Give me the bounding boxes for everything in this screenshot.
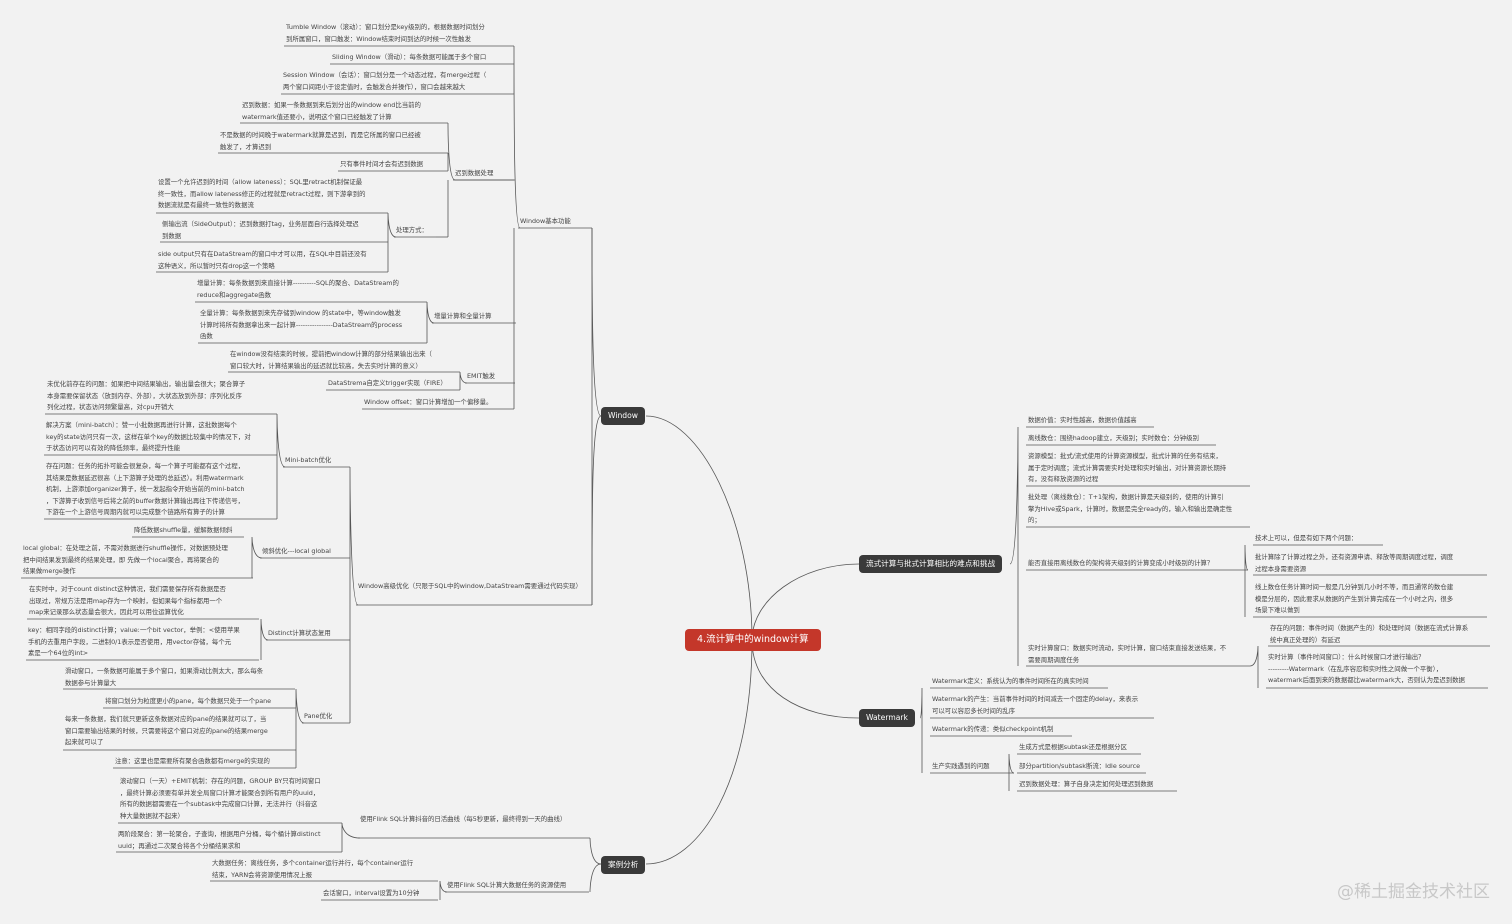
edge-window-adv bbox=[591, 415, 602, 606]
edge-center-watermark bbox=[751, 639, 860, 719]
edge-center-cases bbox=[645, 639, 753, 865]
leaves-wm-late-text: 迟到数据处理：算子自身决定如何处理迟到数据 bbox=[1019, 780, 1154, 788]
sub-minibatch-text: Mini-batch优化 bbox=[285, 456, 332, 464]
leaves-ch-realtime-text: 实时计算窗口：数据实时流动，实时计算，窗口结束直接发送结果，不 需要周期调度任务 bbox=[1028, 644, 1227, 664]
leaves-ch-trigger-text: 实时计算（事件时间窗口）：什么时候窗口才进行输出？ ---------Water… bbox=[1268, 653, 1465, 684]
sub-process-mode-text: 处理方式： bbox=[396, 226, 428, 234]
leaves-case2-session-text: 会话窗口，interval设置为10分钟 bbox=[323, 889, 420, 897]
leaves-ch-p1-text: 批计算除了计算过程之外，还有资源申请、释放等周期调度过程，调度 过程本身需要资源 bbox=[1255, 553, 1454, 573]
edge-challenges-children bbox=[1009, 426, 1019, 666]
sub-case2-text: 使用Flink SQL计算大数据任务的资源使用 bbox=[447, 881, 567, 889]
sub-window-adv-text: Window高级优化（只限于SQL中的window,DataStream需要通过… bbox=[358, 582, 582, 590]
sub-window-basic-text: Window基本功能 bbox=[520, 217, 571, 225]
edge-center-window bbox=[645, 415, 753, 641]
edge-cases-case2 bbox=[589, 863, 602, 893]
edge-minibatch-children bbox=[276, 413, 286, 519]
leaves-side-sql-text: side output只有在DataStream的窗口中才可以用，在SQL中目前… bbox=[158, 250, 367, 270]
edge-case1-children bbox=[341, 822, 361, 852]
leaves-late-not-text: 不是数据的时间晚于watermark就算是迟到，而是它所属的窗口已经被 触发了，… bbox=[220, 131, 421, 151]
central-topic-node[interactable]: 4.流计算中的window计算 bbox=[685, 629, 821, 651]
sub-prod-issue-text: 生产实践遇到的问题 bbox=[932, 762, 990, 770]
leaves-pane-split-text: 将窗口划分为粒度更小的pane，每个数据只处于一个pane bbox=[105, 697, 272, 705]
leaves-tumble-text: Tumble Window（滚动）：窗口划分是key级别的，根据数据时间划分 到… bbox=[286, 23, 485, 43]
edge-incr-children bbox=[426, 301, 435, 343]
watermark-branch-node[interactable]: Watermark bbox=[859, 709, 915, 727]
leaves-emit-desc-text: 在window没有结束的时候，提前把window计算的部分结果输出出来（ 窗口较… bbox=[230, 350, 432, 370]
window-branch-node[interactable]: Window bbox=[601, 407, 645, 425]
sub-late-data-text: 迟到数据处理 bbox=[455, 169, 494, 177]
sub-pane-text: Pane优化 bbox=[304, 712, 333, 720]
sub-distinct-text: Distinct计算状态复用 bbox=[268, 629, 331, 637]
edge-process-children bbox=[387, 212, 397, 272]
leaves-session-text: Session Window（会话）：窗口划分是一个动态过程，有merge过程（… bbox=[283, 71, 487, 91]
leaves-case2-big-text: 大数据任务：离线任务，多个container运行并行，每个container运行… bbox=[212, 859, 414, 879]
leaves-distinct-state-text: 在实时中，对于count distinct这种情况，我们需要保存所有数据是否 出… bbox=[29, 585, 226, 616]
leaves-emit-trigger-text: DataStrema自定义trigger实现（FIRE） bbox=[328, 379, 447, 387]
leaves-pane-note-text: 注意：这里也是需要所有聚合函数都有merge的实现的 bbox=[115, 757, 270, 765]
edge-realtime-children bbox=[1249, 645, 1259, 688]
leaves-wm-gen-mode-text: 生成方式是根据subtask还是根据分区 bbox=[1019, 743, 1127, 751]
leaves-mb-problem-text: 未优化前存在的问题：如果把中间结果输出，输出量会很大；聚合算子 本身需要保留状态… bbox=[47, 380, 246, 411]
sub-emit-text: EMIT触发 bbox=[467, 372, 496, 380]
leaves-mb-issue-text: 存在问题：任务的拓扑可能会很复杂，每一个算子可能都有这个过程， 其结果是数据延迟… bbox=[46, 462, 245, 516]
leaves-distinct-key-text: key：相同字段的distinct计算；value:一个bit vector，举… bbox=[28, 626, 240, 657]
edge-adv-children bbox=[349, 466, 359, 723]
leaves-shuffle-text: 降低数据shuffle量，缓解数据倾斜 bbox=[134, 526, 233, 534]
leaves-allow-lateness-text: 设置一个允许迟到的时间（allow lateness）：SQL里retract机… bbox=[158, 178, 366, 209]
leaves-incr-text: 增量计算：每条数据到来直接计算----------SQL的聚合、DataStre… bbox=[197, 279, 399, 299]
sub-case1-text: 使用Flink SQL计算抖音的日活曲线（每5秒更新，最终得到一天的曲线） bbox=[360, 815, 567, 823]
leaves-ch-question-text: 能否直接用离线数仓的架构将天级别的计算变成小时级别的计算？ bbox=[1028, 559, 1214, 567]
edge-center-challenges bbox=[751, 563, 860, 641]
leaves-ch-tech-text: 技术上可以，但是有如下两个问题： bbox=[1255, 534, 1358, 542]
leaves-mb-solution-text: 解决方案（mini-batch）：赞一小批数据再进行计算，这批数据每个 key的… bbox=[46, 421, 251, 452]
edge-case2-children bbox=[439, 880, 448, 900]
watermark-text: @稀土掘金技术社区 bbox=[1337, 882, 1490, 902]
leaves-side-output-text: 侧输出流（SideOutput）：迟到数据打tag，业务层面自行选择处理迟 到数… bbox=[162, 220, 359, 240]
leaves-full-text: 全量计算：每条数据到来先存储到window 的state中，等window触发 … bbox=[200, 309, 403, 340]
leaves-sliding-text: Sliding Window（滑动）：每条数据可能属于多个窗口 bbox=[332, 53, 487, 61]
edge-emit-children bbox=[459, 371, 468, 390]
leaves-ch-p2-text: 线上数仓任务计算时间一般是几分钟到几小时不等，而且通常的数仓建 模是分层的，因此… bbox=[1255, 583, 1454, 614]
leaves-ch-offline-text: 离线数仓：围绕hadoop建立，天级别；实时数仓：分钟级别 bbox=[1028, 434, 1199, 442]
edge-question-children bbox=[1244, 544, 1249, 617]
challenges-branch-node[interactable]: 流式计算与批式计算相比的难点和挑战 bbox=[859, 555, 1003, 573]
leaves-local-global-text: local global：在处理之前，不需对数据进行shuffle操作，对数据预… bbox=[23, 544, 228, 575]
leaves-pane-slide-text: 滑动窗口，一条数据可能属于多个窗口，如果滑动比例太大，那么每条 数据参与计算量大 bbox=[65, 667, 264, 687]
edge-watermark-children bbox=[919, 687, 923, 773]
edge-window-basic bbox=[591, 227, 602, 417]
edge-basic-children bbox=[513, 45, 521, 409]
edge-prodissue-children bbox=[1008, 753, 1015, 791]
leaves-ch-batch-text: 批处理（离线数仓）：T+1架构，数据计算是天级别的，使用的计算引 擎为Hive或… bbox=[1028, 493, 1233, 524]
leaves-case1-two-text: 两阶段聚合：第一轮聚合，子查询，根据用户分桶，每个桶计算distinct uui… bbox=[118, 830, 321, 850]
edge-cases-case1 bbox=[589, 837, 602, 865]
cases-branch-node[interactable]: 案例分析 bbox=[601, 856, 646, 874]
leaves-ch-value-text: 数据价值：实时性越高，数据价值越高 bbox=[1028, 416, 1137, 424]
leaves-late-only-text: 只有事件时间才会有迟到数据 bbox=[340, 160, 424, 168]
leaves-wm-gen-text: Watermark的产生：当前事件时间的时间减去一个固定的delay，来表示 可… bbox=[932, 695, 1139, 715]
leaves-ch-time-issue-text: 存在的问题：事件时间（数据产生的）和处理时间（数据在流式计算系 统中真正处理的）… bbox=[1270, 624, 1469, 644]
leaves-case1-problem-text: 滚动窗口（一天）+EMIT机制：存在的问题，GROUP BY只有时间窗口 ，最终… bbox=[120, 777, 321, 820]
edge-skew-children bbox=[251, 536, 263, 578]
sub-skew-text: 倾斜优化---local global bbox=[262, 547, 331, 555]
leaves-wm-pass-text: Watermark的传递：类似checkpoint机制 bbox=[932, 725, 1054, 733]
leaves-wm-def-text: Watermark定义：系统认为的事件时间所在的真实时间 bbox=[932, 677, 1089, 685]
leaves-late-def-text: 迟到数据：如果一条数据到来后划分出的window end比当前的 waterma… bbox=[242, 101, 421, 121]
leaves-wm-idle-text: 部分partition/subtask断流：Idle source bbox=[1019, 762, 1141, 770]
sub-incr-full-text: 增量计算和全量计算 bbox=[434, 312, 492, 320]
leaves-window-offset-text: Window offset：窗口计算增加一个偏移量。 bbox=[364, 398, 493, 406]
leaves-ch-resource-text: 资源模型：批式/流式使用的计算资源模型，批式计算的任务有结束， 属于定时调度；流… bbox=[1028, 452, 1227, 483]
edge-pane-children bbox=[295, 688, 305, 768]
leaves-pane-merge-text: 每来一条数据，我们就只更新这条数据对应的pane的结果就可以了，当 窗口需要输出… bbox=[65, 715, 268, 746]
edge-distinct-children bbox=[260, 618, 269, 660]
